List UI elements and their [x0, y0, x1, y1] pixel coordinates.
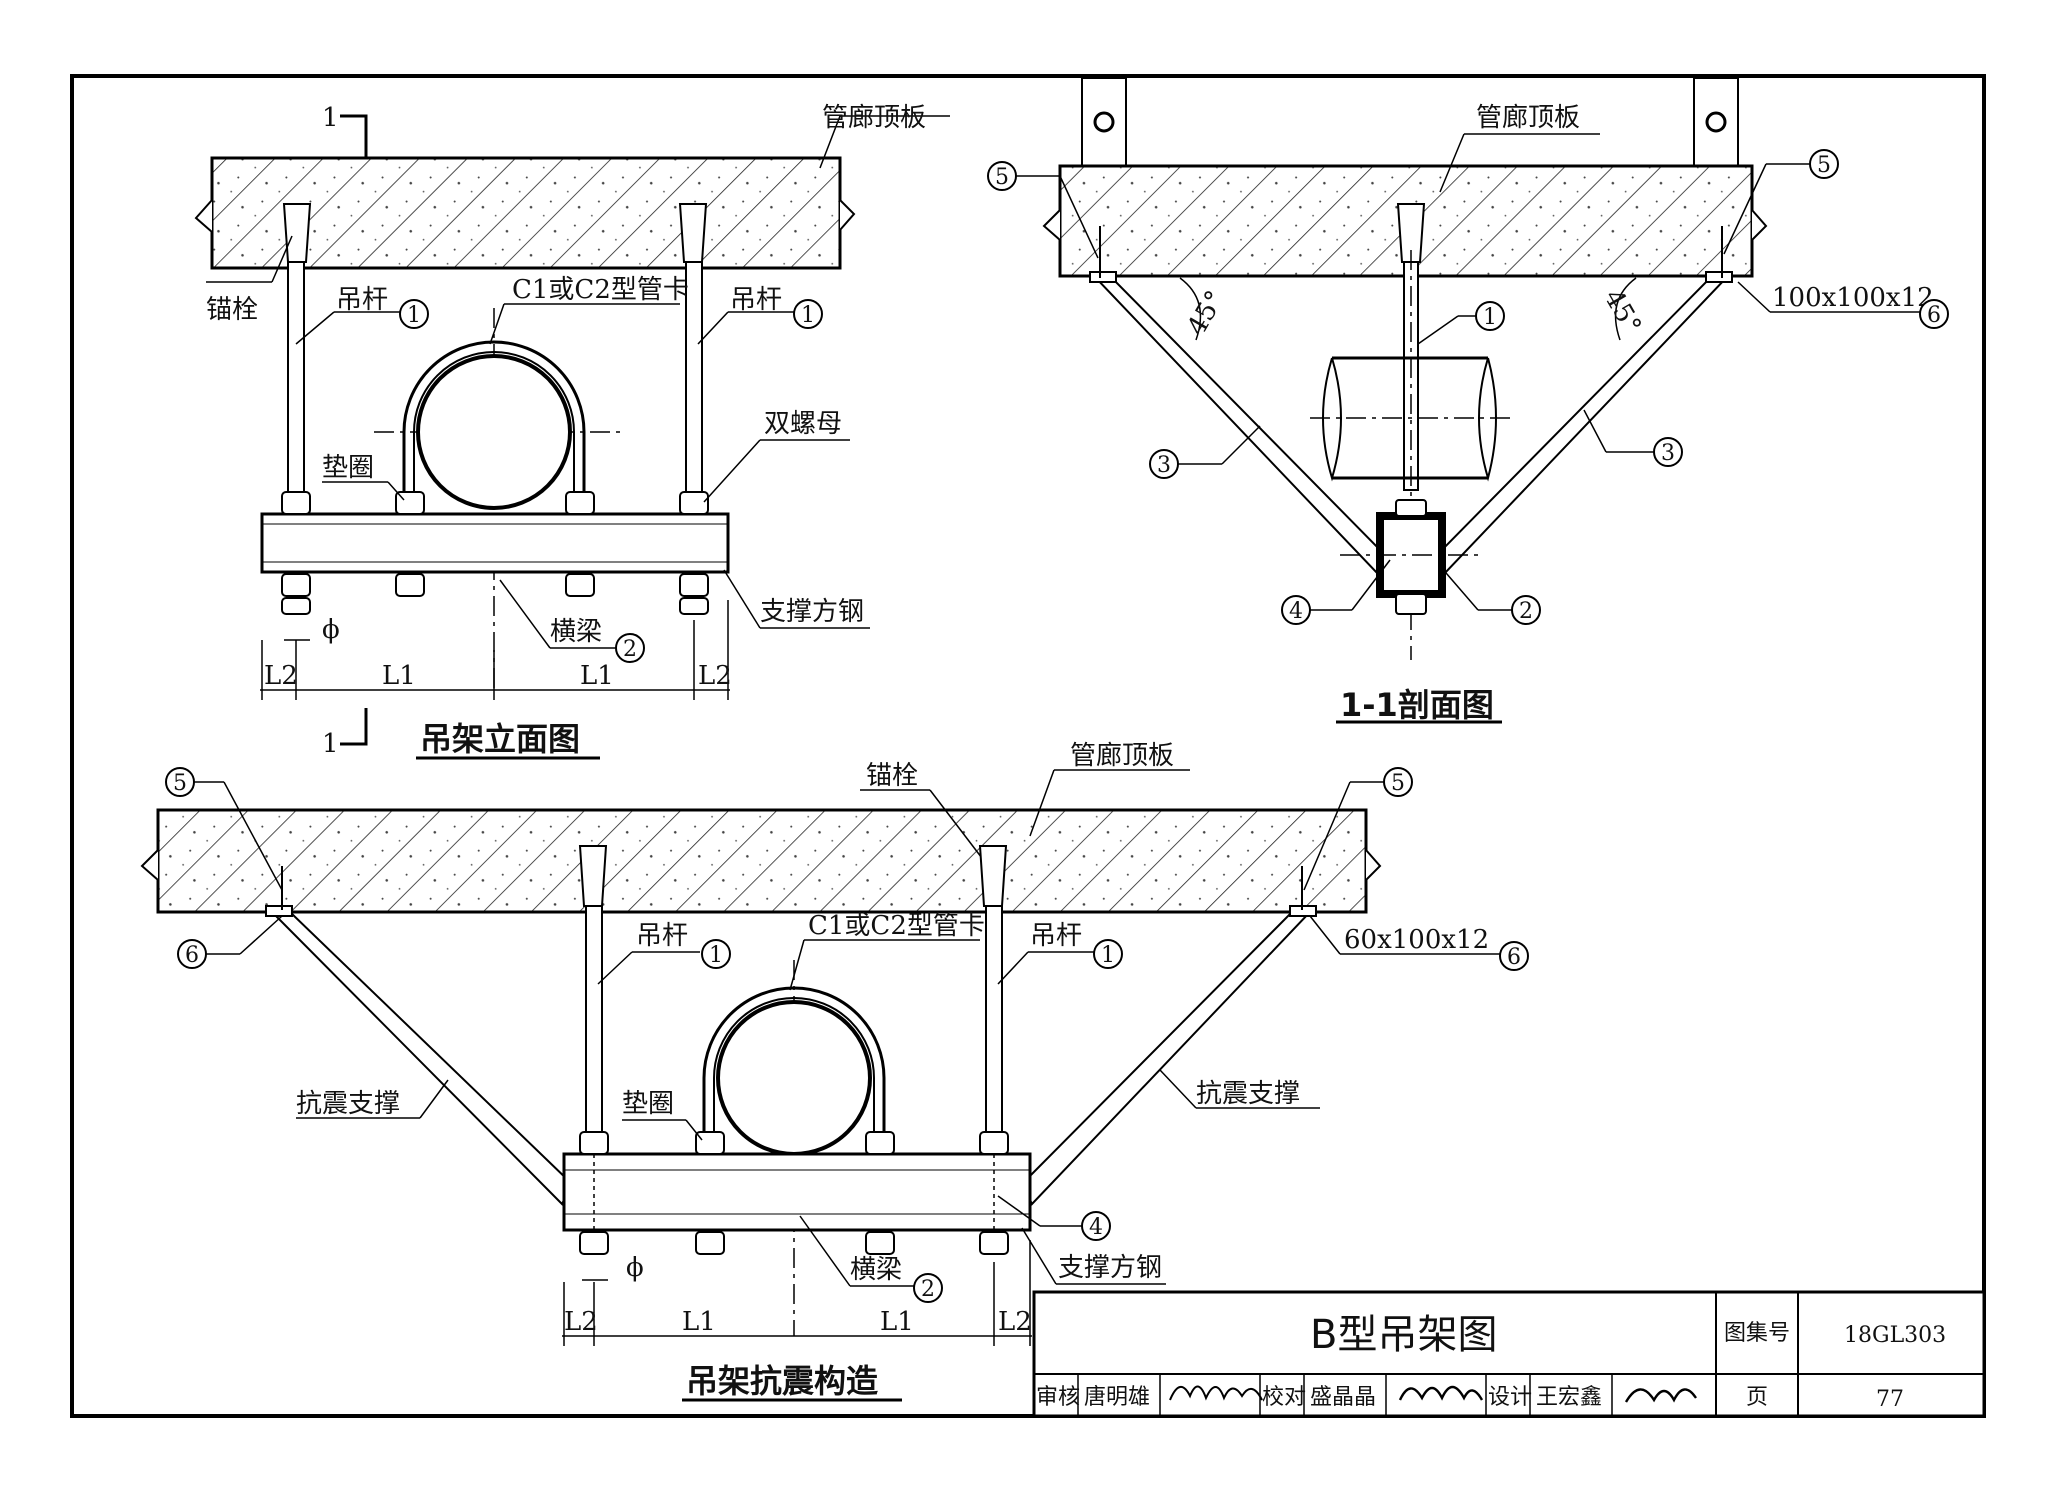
brace-left	[269, 911, 574, 1206]
atlas-no: 18GL303	[1844, 1323, 1946, 1348]
sheet-border	[70, 74, 1986, 1418]
designer-signature	[1624, 1388, 1697, 1403]
rod-left-label: 吊杆	[336, 285, 388, 315]
checker-signature	[1398, 1385, 1484, 1401]
reviewer-signature	[1169, 1385, 1263, 1401]
elevation-title: 吊架立面图	[420, 720, 580, 758]
seismic-dim-l2-left: L2	[564, 1307, 598, 1337]
svg-text:1: 1	[1101, 943, 1115, 968]
seismic-view: 管廊顶板 锚栓 5	[140, 741, 1529, 1402]
svg-text:3: 3	[1157, 453, 1171, 478]
review-label: 审核	[1036, 1385, 1080, 1410]
double-nut-label: 双螺母	[764, 409, 842, 439]
svg-text:4: 4	[1289, 599, 1303, 624]
svg-text:6: 6	[1927, 303, 1941, 328]
dim-l1-right: L1	[580, 661, 614, 691]
svg-text:6: 6	[185, 943, 199, 968]
brace-right	[1020, 911, 1313, 1206]
support-steel-label: 支撑方钢	[760, 597, 864, 627]
svg-text:1: 1	[407, 303, 421, 328]
section-mark-bottom: 1	[322, 729, 339, 759]
brace-left-label: 抗震支撑	[296, 1089, 400, 1119]
anchor-right	[678, 203, 708, 263]
seismic-pipe	[716, 1000, 872, 1156]
svg-text:5: 5	[173, 771, 187, 796]
reviewer-name: 唐明雄	[1084, 1385, 1150, 1410]
section-plate-label: 100x100x12	[1772, 283, 1934, 313]
page-no: 77	[1876, 1387, 1904, 1412]
pipe	[416, 354, 572, 510]
anchor-label: 锚栓	[206, 295, 258, 325]
seismic-dim-l1-left: L1	[682, 1307, 716, 1337]
seismic-slab-label: 管廊顶板	[1070, 741, 1174, 771]
svg-text:4: 4	[1089, 1215, 1103, 1240]
dim-l2-left: L2	[264, 661, 298, 691]
phi-label: ϕ	[322, 615, 340, 645]
section-title: 1-1剖面图	[1340, 686, 1494, 724]
slab	[210, 156, 842, 270]
section-slab-label: 管廊顶板	[1476, 103, 1580, 133]
seismic-dim-l2-right: L2	[998, 1307, 1032, 1337]
svg-text:2: 2	[1519, 599, 1533, 624]
dim-l2-right: L2	[698, 661, 732, 691]
seismic-support-steel-label: 支撑方钢	[1058, 1253, 1162, 1283]
sheet-title: B型吊架图	[1310, 1312, 1497, 1358]
seismic-beam	[562, 1152, 1032, 1232]
seismic-title: 吊架抗震构造	[686, 1362, 878, 1400]
seismic-rod-right-label: 吊杆	[1030, 921, 1082, 951]
title-block: B型吊架图 图集号 18GL303 页 77 审核 唐明雄 校对 盛晶晶 设计 …	[1032, 1290, 1986, 1418]
atlas-label: 图集号	[1724, 1321, 1790, 1346]
section-mark-top: 1	[322, 103, 339, 133]
svg-text:2: 2	[623, 637, 637, 662]
svg-text:5: 5	[1817, 153, 1831, 178]
svg-text:1: 1	[801, 303, 815, 328]
clamp-label: C1或C2型管卡	[512, 275, 689, 305]
svg-text:6: 6	[1507, 945, 1521, 970]
seismic-phi-label: ϕ	[626, 1253, 644, 1283]
dim-l1-left: L1	[382, 661, 416, 691]
design-label: 设计	[1488, 1385, 1532, 1410]
page-label: 页	[1746, 1385, 1768, 1410]
seismic-plate-label: 60x100x12	[1344, 925, 1489, 955]
seismic-rod-left-label: 吊杆	[636, 921, 688, 951]
slab-label: 管廊顶板	[822, 103, 926, 133]
angle-right: 45°	[1598, 284, 1647, 339]
brace-right-label: 抗震支撑	[1196, 1079, 1300, 1109]
beam-label: 横梁	[550, 617, 602, 647]
svg-text:5: 5	[995, 165, 1009, 190]
seismic-slab	[156, 808, 1368, 914]
svg-text:2: 2	[921, 1277, 935, 1302]
designer-name: 王宏鑫	[1536, 1385, 1602, 1410]
svg-text:1: 1	[1483, 305, 1497, 330]
checker-name: 盛晶晶	[1310, 1385, 1376, 1410]
rod-right-label: 吊杆	[730, 285, 782, 315]
check-label: 校对	[1262, 1385, 1306, 1410]
svg-text:3: 3	[1661, 441, 1675, 466]
beam	[260, 512, 730, 574]
svg-text:1: 1	[709, 943, 723, 968]
svg-text:5: 5	[1391, 771, 1405, 796]
section-view: 管廊顶板 45° 45° 5 5 100x100x12	[987, 77, 1949, 724]
elevation-view: 1 1 管廊顶板 锚栓	[194, 103, 950, 760]
anchor-left	[282, 203, 312, 263]
seismic-dim-l1-right: L1	[880, 1307, 914, 1337]
seismic-beam-label: 横梁	[850, 1255, 902, 1285]
seismic-anchor-label: 锚栓	[866, 761, 918, 791]
angle-left: 45°	[1182, 286, 1231, 341]
clamp	[402, 340, 586, 510]
seismic-clamp-label: C1或C2型管卡	[808, 911, 985, 941]
seismic-washer-label: 垫圈	[622, 1089, 674, 1119]
washer-label: 垫圈	[322, 453, 374, 483]
